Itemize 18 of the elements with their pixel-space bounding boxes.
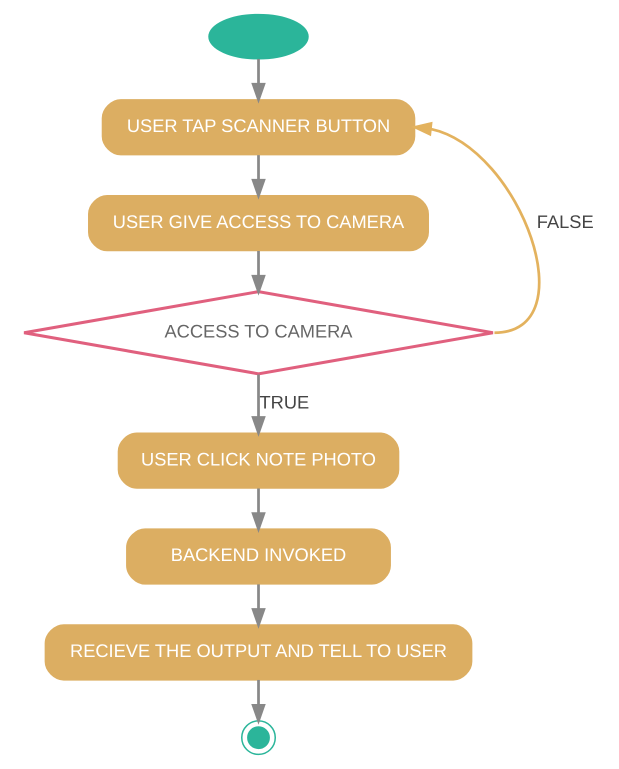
arrow xyxy=(411,122,540,334)
node-box: USER GIVE ACCESS TO CAMERA xyxy=(88,195,429,252)
edge-label: FALSE xyxy=(536,210,594,232)
arrow xyxy=(251,584,266,629)
edge-label: TRUE xyxy=(260,391,310,412)
arrow xyxy=(251,251,266,296)
node-circle xyxy=(241,720,276,756)
node-box: RECIEVE THE OUTPUT AND TELL TO USER xyxy=(44,624,472,681)
arrow xyxy=(251,488,266,534)
arrow xyxy=(251,374,266,437)
node-ellipse xyxy=(208,14,309,60)
node-box: USER CLICK NOTE PHOTO xyxy=(118,432,400,489)
node-diamond: ACCESS TO CAMERA xyxy=(22,290,494,376)
node-box: USER TAP SCANNER BUTTON xyxy=(102,99,416,156)
arrow xyxy=(251,155,266,200)
arrow xyxy=(251,58,266,104)
node-box: BACKEND INVOKED xyxy=(126,528,391,585)
arrow xyxy=(251,680,266,725)
